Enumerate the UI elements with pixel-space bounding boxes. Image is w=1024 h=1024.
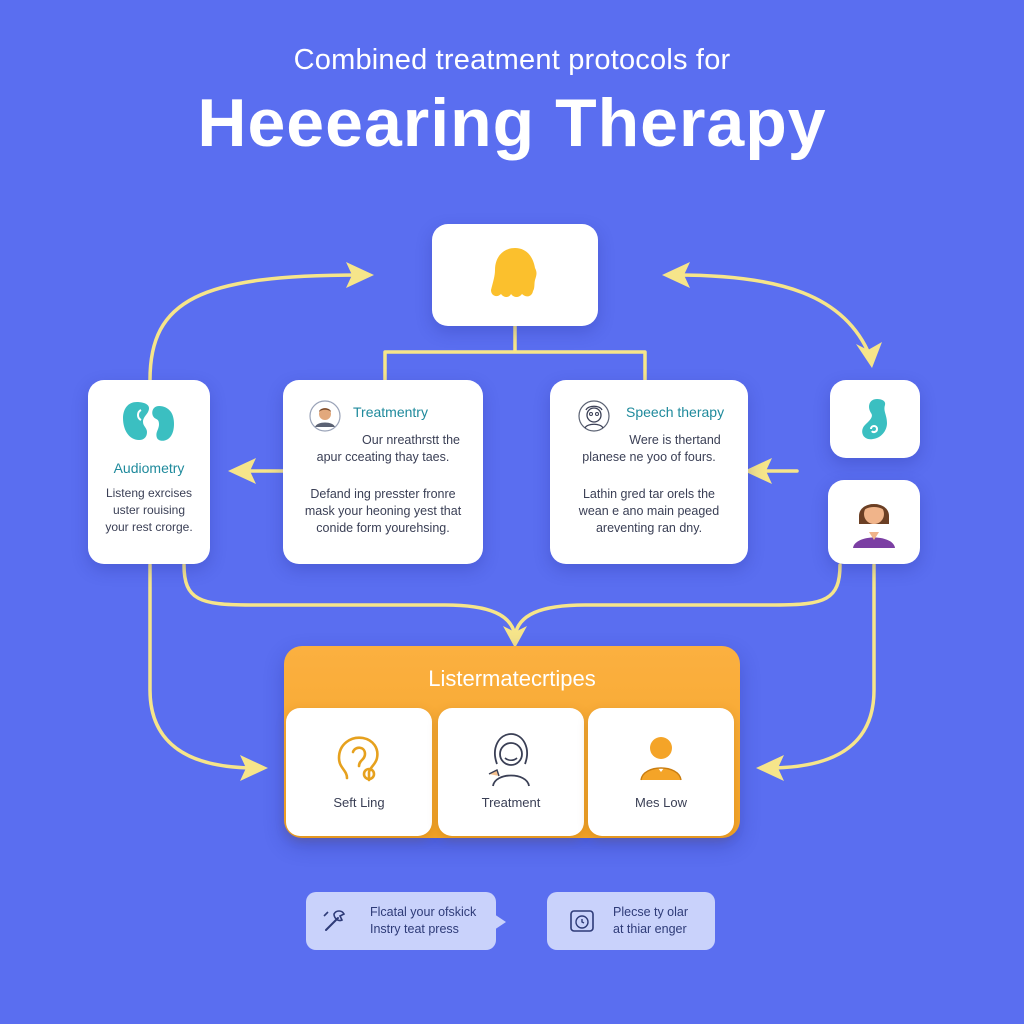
woman-avatar-icon [488, 733, 530, 787]
arrowhead-speech [744, 458, 772, 484]
treatmentry-line: Defand ing presster fronre [310, 487, 456, 501]
clock-icon [570, 910, 594, 932]
note-right-text: Plecse ty olar at thiar enger [613, 904, 688, 938]
speech-therapy-title: Speech therapy [626, 404, 725, 420]
speech-line: Were is thertand [629, 433, 721, 447]
audiometry-line: Listeng exrcises [105, 486, 193, 500]
treatmentry-para1: Our nreathrstt the apur cceating thay ta… [283, 432, 483, 466]
ear-icon [491, 248, 537, 297]
man-avatar-icon [640, 737, 682, 781]
note-left-text: Flcatal your ofskick Instry teat press [370, 904, 476, 938]
note-line: Flcatal your ofskick [370, 905, 477, 919]
audiometry-card: Audiometry Listeng exrcises uster rouisi… [88, 380, 210, 564]
ear-icon [123, 402, 174, 441]
group-item-1: Seft Ling [286, 708, 432, 836]
arrowhead-audiometry [228, 458, 256, 484]
tools-icon [323, 910, 346, 931]
note-left: Flcatal your ofskick Instry teat press [306, 892, 496, 950]
treatmentry-line: conide form yourehsing. [316, 521, 450, 535]
doctor-avatar-icon [309, 400, 341, 432]
patient-avatar-icon [853, 504, 895, 548]
speech-line: wean e ano main peaged [578, 504, 720, 518]
arrowhead-group-right [756, 755, 784, 781]
diagram-subtitle: Combined treatment protocols for [293, 44, 731, 76]
note-right: Plecse ty olar at thiar enger [547, 892, 715, 950]
group-item-3: Mes Low [588, 708, 734, 836]
speech-line: planese ne yoo of fours. [582, 450, 716, 464]
arrowhead-right-down [856, 342, 882, 368]
arrowhead-group-left [240, 755, 268, 781]
right-ear-card [830, 380, 920, 458]
tree-connector [383, 324, 647, 382]
arrowhead-merge [503, 626, 527, 648]
speech-para1: Were is thertand planese ne yoo of fours… [550, 432, 748, 466]
arrow-right-to-group [766, 563, 876, 770]
treatmentry-title: Treatmentry [353, 404, 428, 420]
ear-swirl-icon [862, 399, 887, 440]
note-line: at thiar enger [613, 922, 687, 936]
group-title: Listermatecrtipes [428, 666, 596, 691]
arrow-audiometry-to-top [148, 273, 362, 382]
treatmentry-line: mask your heoning yest that [304, 504, 462, 518]
head-hearing-icon [337, 736, 379, 782]
merge-right [513, 563, 842, 638]
merge-left [182, 563, 517, 638]
treatmentry-line: apur cceating thay taes. [316, 450, 450, 464]
diagram-title: Heeearing Therapy [197, 85, 827, 161]
arrowhead-top-right [662, 262, 690, 288]
audiometry-line: your rest crorge. [105, 520, 193, 534]
arrow-left-to-group [148, 563, 258, 770]
note-line: Plecse ty olar [613, 905, 689, 919]
audiometry-text: Listeng exrcises uster rouising your res… [88, 485, 210, 536]
arrow-top-to-right [674, 273, 872, 358]
speech-line: areventing ran dny. [595, 521, 703, 535]
speech-line: Lathin gred tar orels the [582, 487, 716, 501]
arrowhead-top-left [346, 262, 374, 288]
group-item-label: Seft Ling [333, 795, 385, 810]
group-item-2: Treatment [438, 708, 584, 836]
note-pointer [494, 914, 506, 930]
speech-therapy-card: Speech therapy Were is thertand planese … [550, 380, 748, 564]
treatmentry-card: Treatmentry Our nreathrstt the apur ccea… [283, 380, 483, 564]
note-line: Instry teat press [370, 922, 459, 936]
top-node [432, 224, 598, 326]
treatmentry-para2: Defand ing presster fronre mask your heo… [283, 486, 483, 537]
group-item-label: Treatment [481, 795, 541, 810]
audiometry-title: Audiometry [113, 460, 185, 476]
right-patient-card [828, 480, 920, 564]
audiometry-line: uster rouising [112, 503, 186, 517]
speech-para2: Lathin gred tar orels the wean e ano mai… [550, 486, 748, 537]
clinician-avatar-icon [578, 400, 610, 432]
group-item-label: Mes Low [634, 795, 688, 810]
treatmentry-line: Our nreathrstt the [362, 433, 460, 447]
